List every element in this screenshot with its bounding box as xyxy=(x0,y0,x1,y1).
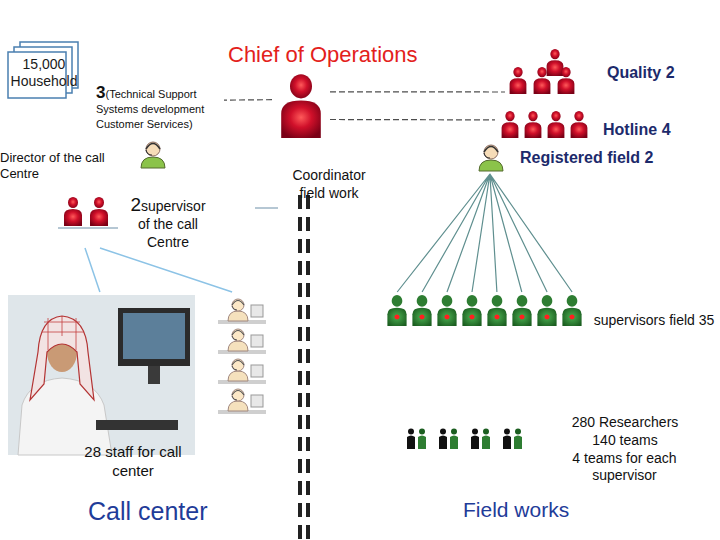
staff-icon xyxy=(218,389,266,414)
node-text: Quality 2 xyxy=(607,48,695,98)
director-icon xyxy=(141,142,165,168)
supervisor-figure xyxy=(64,197,82,226)
team-icon xyxy=(439,429,458,450)
quality-figure xyxy=(510,67,527,94)
photo-background xyxy=(8,295,195,455)
node-text: Chief of Operations xyxy=(228,42,418,68)
hotline-group: Hotline 4 xyxy=(495,108,695,152)
headscarf-pattern xyxy=(42,316,84,350)
section-label: Field works xyxy=(463,497,569,523)
staff-icon xyxy=(218,299,266,324)
chief-figure xyxy=(281,74,321,138)
node-text: supervisor of the call Centre xyxy=(138,198,206,250)
director-role: Director of the call Centre xyxy=(0,150,172,186)
keyboard xyxy=(96,420,178,430)
node-text: 3 xyxy=(96,83,105,102)
support-group: 3(Technical Support Systems development … xyxy=(96,86,224,130)
connector-line xyxy=(85,248,232,292)
node-text: 15,000 Household xyxy=(5,56,83,90)
connector-line xyxy=(330,91,505,92)
field-supervisor-figure xyxy=(387,295,406,326)
hotline-figure xyxy=(571,111,588,138)
hotline-figure xyxy=(502,111,519,138)
chief-figure-box: Chief of Operations xyxy=(272,72,330,138)
node-text: 140 teams xyxy=(550,432,700,449)
node-text: 28 staff for call center xyxy=(73,442,193,480)
section-label: Call center xyxy=(88,496,208,526)
researcher-teams: 280 Researchers140 teams4 teams for each… xyxy=(400,412,710,498)
field-supervisor-figure xyxy=(412,295,431,326)
field-supervisor-figure xyxy=(462,295,481,326)
node-text: Hotline 4 xyxy=(603,108,695,152)
person-headscarf xyxy=(30,316,94,400)
quality-figure xyxy=(534,67,551,94)
connector-line xyxy=(330,119,495,121)
monitor-stand xyxy=(148,366,160,384)
document-stack: 15,000 Household xyxy=(5,56,83,96)
field-supervisor-figure xyxy=(562,295,581,326)
node-text: Coordinator field work xyxy=(283,166,375,202)
supervisor-figure xyxy=(90,197,108,226)
section-divider xyxy=(298,195,302,540)
team-icon xyxy=(503,429,522,450)
node-text: Director of the call Centre xyxy=(0,150,132,182)
field-supervisor-figure xyxy=(437,295,456,326)
section-divider xyxy=(306,195,310,540)
callcentre-supervisors: 2supervisor of the call Centre xyxy=(58,196,212,248)
monitor-frame xyxy=(118,308,190,366)
node-text: 4 teams for each supervisor xyxy=(562,450,687,484)
hotline-figure xyxy=(548,111,565,138)
field-supervisors: supervisors field 35 xyxy=(383,292,720,354)
quality-figure xyxy=(547,49,564,76)
monitor-screen xyxy=(123,313,185,359)
field-supervisor-figure xyxy=(487,295,506,326)
field-supervisor-figure xyxy=(537,295,556,326)
node-text: supervisors field 35 xyxy=(588,312,720,329)
coordinator-role: Coordinator field work xyxy=(255,166,375,210)
group-underline xyxy=(255,208,278,209)
group-underline xyxy=(58,228,118,229)
field-supervisor-figure xyxy=(512,295,531,326)
node-text: Registered field 2 xyxy=(520,142,680,174)
quality-group: Quality 2 xyxy=(505,48,695,98)
team-icon xyxy=(471,429,490,450)
connector-line xyxy=(224,99,272,101)
node-text: (Technical Support Systems development C… xyxy=(96,88,204,130)
registered-icon xyxy=(479,145,503,171)
connector-line xyxy=(397,174,572,292)
staff-icon xyxy=(218,359,266,384)
quality-figure xyxy=(558,67,575,94)
node-text: 280 Researchers xyxy=(550,414,700,431)
staff-icon xyxy=(218,329,266,354)
callcentre-staff: 28 staff for call center xyxy=(5,292,270,487)
hotline-figure xyxy=(525,111,542,138)
registered-role: Registered field 2 xyxy=(470,142,680,174)
node-text: 2 xyxy=(130,194,141,215)
team-icon xyxy=(407,429,426,450)
